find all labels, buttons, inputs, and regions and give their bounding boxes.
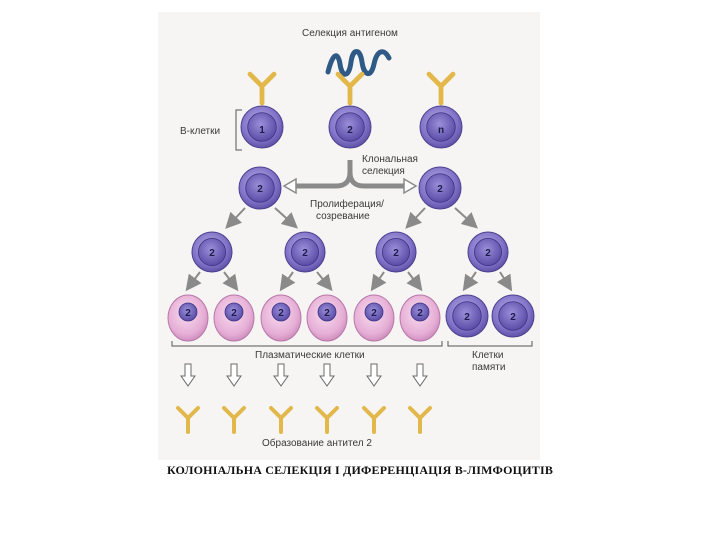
label-plasma-cells: Плазматические клетки — [255, 350, 365, 361]
arrow-to-row4-5 — [370, 271, 387, 292]
arrow-to-row4-8 — [496, 271, 513, 292]
clonal-arrow-head-left — [282, 177, 297, 195]
proliferating-cell-3-nucleus — [381, 237, 410, 266]
label-clonal-selection-1: Клональная — [362, 154, 418, 165]
secretion-arrow-5 — [366, 363, 382, 387]
arrow-prolif-3 — [405, 207, 426, 229]
plasma-cell-3-number: 2 — [278, 308, 284, 319]
secreted-antibody-5 — [362, 406, 386, 434]
plasma-cell-4-nucleus — [317, 302, 337, 322]
plasma-cell-5-number: 2 — [371, 308, 377, 319]
secretion-arrow-1 — [180, 363, 196, 387]
clone-cell-left-nucleus — [245, 173, 275, 203]
clonal-selection-arrow — [290, 160, 410, 189]
arrow-prolif-4 — [454, 207, 478, 229]
arrow-to-row4-7 — [462, 271, 479, 292]
receptor-antibody-b1 — [247, 71, 277, 106]
arrow-to-row4-1 — [185, 271, 202, 292]
memory-cell-1-number: 2 — [464, 312, 470, 323]
cell-number-b1: 1 — [259, 125, 265, 136]
plasma-cells-bracket — [171, 341, 443, 347]
plasma-cell-2-nucleus — [224, 302, 244, 322]
proliferating-cell-4-number: 2 — [485, 248, 491, 259]
memory-cell-2-number: 2 — [510, 312, 516, 323]
cell-number-b2: 2 — [347, 125, 353, 136]
plasma-cell-6-nucleus — [410, 302, 430, 322]
secreted-antibody-1 — [176, 406, 200, 434]
plasma-cell-3-nucleus — [271, 302, 291, 322]
secreted-antibody-4 — [315, 406, 339, 434]
proliferating-cell-2-nucleus — [290, 237, 319, 266]
proliferating-cell-2-number: 2 — [302, 248, 308, 259]
receptor-antibody-bn — [426, 71, 456, 106]
secretion-arrow-2 — [226, 363, 242, 387]
plasma-cell-1-number: 2 — [185, 308, 191, 319]
proliferating-cell-1-nucleus — [197, 237, 226, 266]
memory-cell-1-nucleus — [452, 301, 482, 331]
clonal-arrow-head-right — [403, 177, 418, 195]
arrow-prolif-2 — [274, 207, 298, 229]
b-cells-bracket — [235, 109, 242, 151]
arrow-to-row4-4 — [316, 271, 333, 292]
plasma-cell-1-nucleus — [178, 302, 198, 322]
secreted-antibody-6 — [408, 406, 432, 434]
antigen-squiggle — [325, 49, 392, 77]
b-cell-2-nucleus — [335, 112, 365, 142]
label-antibody-formation: Образование антител 2 — [262, 437, 372, 449]
memory-cells-bracket — [447, 341, 533, 347]
arrow-to-row4-3 — [279, 271, 296, 292]
clone-cell-right-nucleus — [425, 173, 455, 203]
label-antigen-selection: Селекция антигеном — [302, 28, 398, 39]
clone-cell-right-number: 2 — [437, 184, 443, 195]
memory-cell-2-nucleus — [498, 301, 528, 331]
plasma-cell-2-number: 2 — [231, 308, 237, 319]
arrow-to-row4-6 — [406, 271, 423, 292]
figure-caption: КОЛОНІАЛЬНА СЕЛЕКЦІЯ І ДИФЕРЕНЦІАЦІЯ В-Л… — [166, 463, 554, 477]
arrow-prolif-1 — [225, 207, 246, 229]
proliferating-cell-1-number: 2 — [209, 248, 215, 259]
label-clonal-selection-2: селекция — [362, 166, 405, 177]
secretion-arrow-6 — [412, 363, 428, 387]
receptor-antibody-b2 — [335, 71, 365, 106]
proliferating-cell-4-nucleus — [473, 237, 502, 266]
proliferating-cell-3-number: 2 — [393, 248, 399, 259]
plasma-cell-5-nucleus — [364, 302, 384, 322]
secreted-antibody-2 — [222, 406, 246, 434]
plasma-cell-6-number: 2 — [417, 308, 423, 319]
secreted-antibody-3 — [269, 406, 293, 434]
b-cell-n-nucleus — [426, 112, 456, 142]
arrow-to-row4-2 — [222, 271, 239, 292]
label-proliferation-2: созревание — [316, 211, 370, 222]
plasma-cell-4-number: 2 — [324, 308, 330, 319]
cell-number-bn: n — [438, 125, 444, 136]
label-b-cells: В-клетки — [180, 126, 220, 137]
label-proliferation-1: Пролиферация/ — [310, 198, 384, 210]
secretion-arrow-4 — [319, 363, 335, 387]
label-memory-cells-1: Клетки — [472, 350, 503, 361]
clone-cell-left-number: 2 — [257, 184, 263, 195]
b-cell-1-nucleus — [247, 112, 277, 142]
label-memory-cells-2: памяти — [472, 362, 505, 373]
secretion-arrow-3 — [273, 363, 289, 387]
